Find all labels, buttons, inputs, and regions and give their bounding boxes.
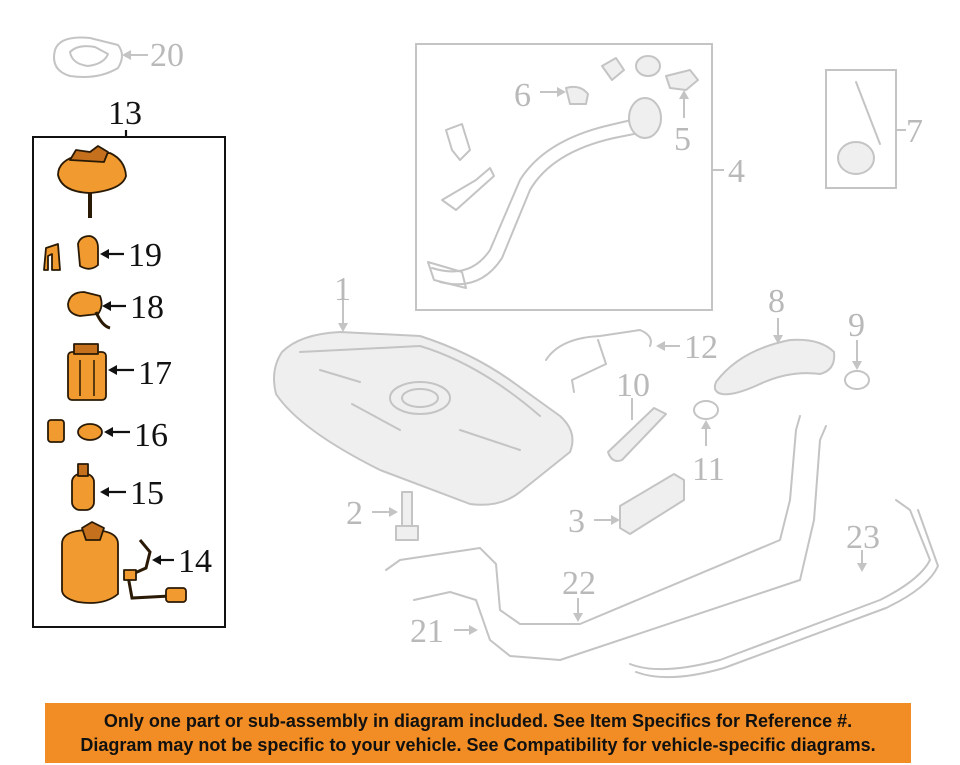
part-7-fuel-cap xyxy=(837,81,906,175)
notice-line-2: Diagram may not be specific to your vehi… xyxy=(80,735,876,755)
part-23-strap xyxy=(629,499,939,679)
part-17-filter xyxy=(67,343,134,401)
part-6-clip xyxy=(540,85,589,105)
callout-14: 14 xyxy=(178,543,212,580)
callout-8: 8 xyxy=(768,283,785,320)
callout-12: 12 xyxy=(684,329,718,366)
part-14-reservoir-harness xyxy=(61,521,187,604)
part-1-fuel-tank xyxy=(273,300,574,506)
part-20-gasket xyxy=(53,36,148,78)
callout-19: 19 xyxy=(128,237,162,274)
part-19-bushing xyxy=(43,235,124,271)
callout-3: 3 xyxy=(568,503,585,540)
part-11-clamp xyxy=(693,400,719,446)
part-13-pump-module-cap xyxy=(57,145,127,218)
callout-18: 18 xyxy=(130,289,164,326)
part-21-22-fuel-lines xyxy=(385,415,827,661)
callout-7: 7 xyxy=(906,113,923,150)
assembly-13-box xyxy=(32,136,226,628)
callout-23: 23 xyxy=(846,519,880,556)
part-vent-fittings xyxy=(601,55,699,91)
part-10-pipe xyxy=(607,398,667,462)
assembly-4-box xyxy=(415,43,713,311)
part-18-sender xyxy=(67,291,126,330)
callout-6: 6 xyxy=(514,77,531,114)
callout-9: 9 xyxy=(848,307,865,344)
callout-15: 15 xyxy=(130,475,164,512)
part-5-clip xyxy=(679,90,689,118)
callout-22: 22 xyxy=(562,565,596,602)
callout-5: 5 xyxy=(674,121,691,158)
part-3-bracket xyxy=(594,473,685,535)
callout-11: 11 xyxy=(692,451,725,488)
callout-20: 20 xyxy=(150,37,184,74)
part-4-filler-neck xyxy=(427,97,724,289)
callout-1: 1 xyxy=(334,271,351,308)
part-9-clamp xyxy=(844,340,870,390)
callout-13: 13 xyxy=(108,95,142,132)
callout-21: 21 xyxy=(410,613,444,650)
notice-banner: Only one part or sub-assembly in diagram… xyxy=(45,703,911,763)
callout-17: 17 xyxy=(138,355,172,392)
part-16-seal xyxy=(47,419,130,443)
callout-4: 4 xyxy=(728,153,745,190)
part-12-vent-hose xyxy=(545,329,680,393)
notice-line-1: Only one part or sub-assembly in diagram… xyxy=(103,711,853,731)
callout-2: 2 xyxy=(346,495,363,532)
callout-10: 10 xyxy=(616,367,650,404)
part-2-bolt xyxy=(372,491,419,541)
part-8-filler-hose xyxy=(713,318,836,396)
callout-16: 16 xyxy=(134,417,168,454)
part-15-fuel-pump xyxy=(71,463,126,511)
